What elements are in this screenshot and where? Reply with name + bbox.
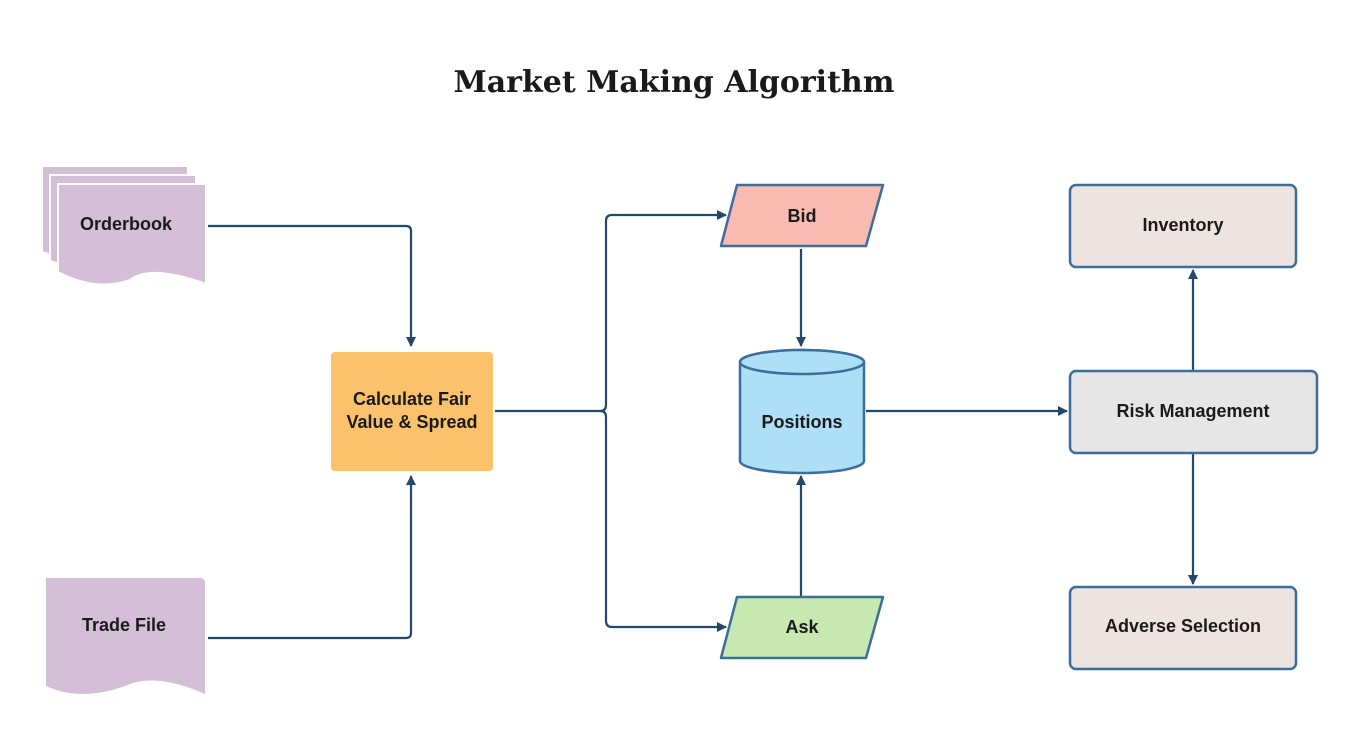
inventory-label: Inventory	[1142, 215, 1223, 235]
bid-label: Bid	[788, 206, 817, 226]
node-adverse-selection[interactable]: Adverse Selection	[1068, 585, 1298, 671]
calculate-label-line2: Value & Spread	[346, 412, 477, 432]
node-positions[interactable]: Positions	[738, 348, 866, 475]
node-inventory[interactable]: Inventory	[1068, 183, 1298, 269]
orderbook-shape	[57, 183, 207, 286]
edge-tradefile-to-calculate	[208, 475, 416, 640]
risk-management-label: Risk Management	[1116, 401, 1269, 421]
ask-label: Ask	[785, 617, 819, 637]
ask-shape	[719, 595, 885, 660]
calculate-shape	[331, 352, 493, 471]
node-orderbook[interactable]: Orderbook	[41, 165, 207, 286]
adverse-selection-shape	[1068, 585, 1298, 671]
node-risk-management[interactable]: Risk Management	[1068, 369, 1319, 455]
edge-calculate-to-ask	[599, 409, 727, 632]
node-bid[interactable]: Bid	[719, 183, 885, 248]
adverse-selection-label: Adverse Selection	[1105, 616, 1261, 636]
edge-calculate-to-bid	[495, 210, 727, 413]
positions-shape-top	[738, 348, 866, 376]
diagram-title: Market Making Algorithm	[454, 65, 895, 100]
node-calculate[interactable]: Calculate Fair Value & Spread	[331, 352, 493, 471]
node-trade-file[interactable]: Trade File	[46, 578, 205, 694]
trade-file-shape	[46, 578, 205, 694]
edge-orderbook-to-calculate	[208, 224, 416, 347]
inventory-shape	[1068, 183, 1298, 269]
risk-management-shape	[1068, 369, 1319, 455]
bid-shape	[719, 183, 885, 248]
connectors	[208, 210, 1198, 640]
orderbook-label: Orderbook	[80, 214, 173, 234]
node-ask[interactable]: Ask	[719, 595, 885, 660]
calculate-label-line1: Calculate Fair	[353, 389, 471, 409]
positions-label: Positions	[761, 412, 842, 432]
trade-file-label: Trade File	[82, 615, 166, 635]
